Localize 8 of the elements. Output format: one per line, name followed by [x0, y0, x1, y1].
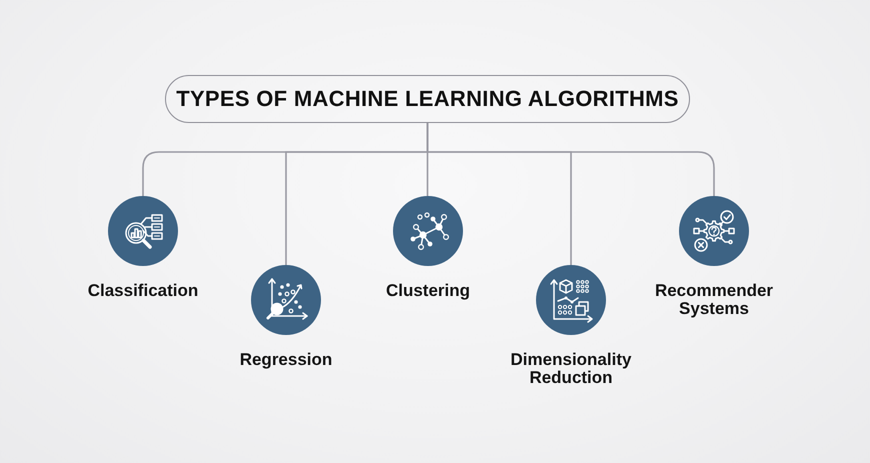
category-label: Dimensionality Reduction	[510, 351, 632, 387]
category-label: Classification	[88, 282, 198, 300]
title-pill	[165, 75, 690, 123]
heading-text: TYPES OF MACHINE LEARNING ALGORITHMS	[176, 86, 679, 112]
category-label: Clustering	[386, 282, 470, 300]
category-label: Regression	[240, 351, 332, 369]
category-label: Recommender Systems	[654, 282, 774, 318]
connector-line	[426, 123, 715, 196]
